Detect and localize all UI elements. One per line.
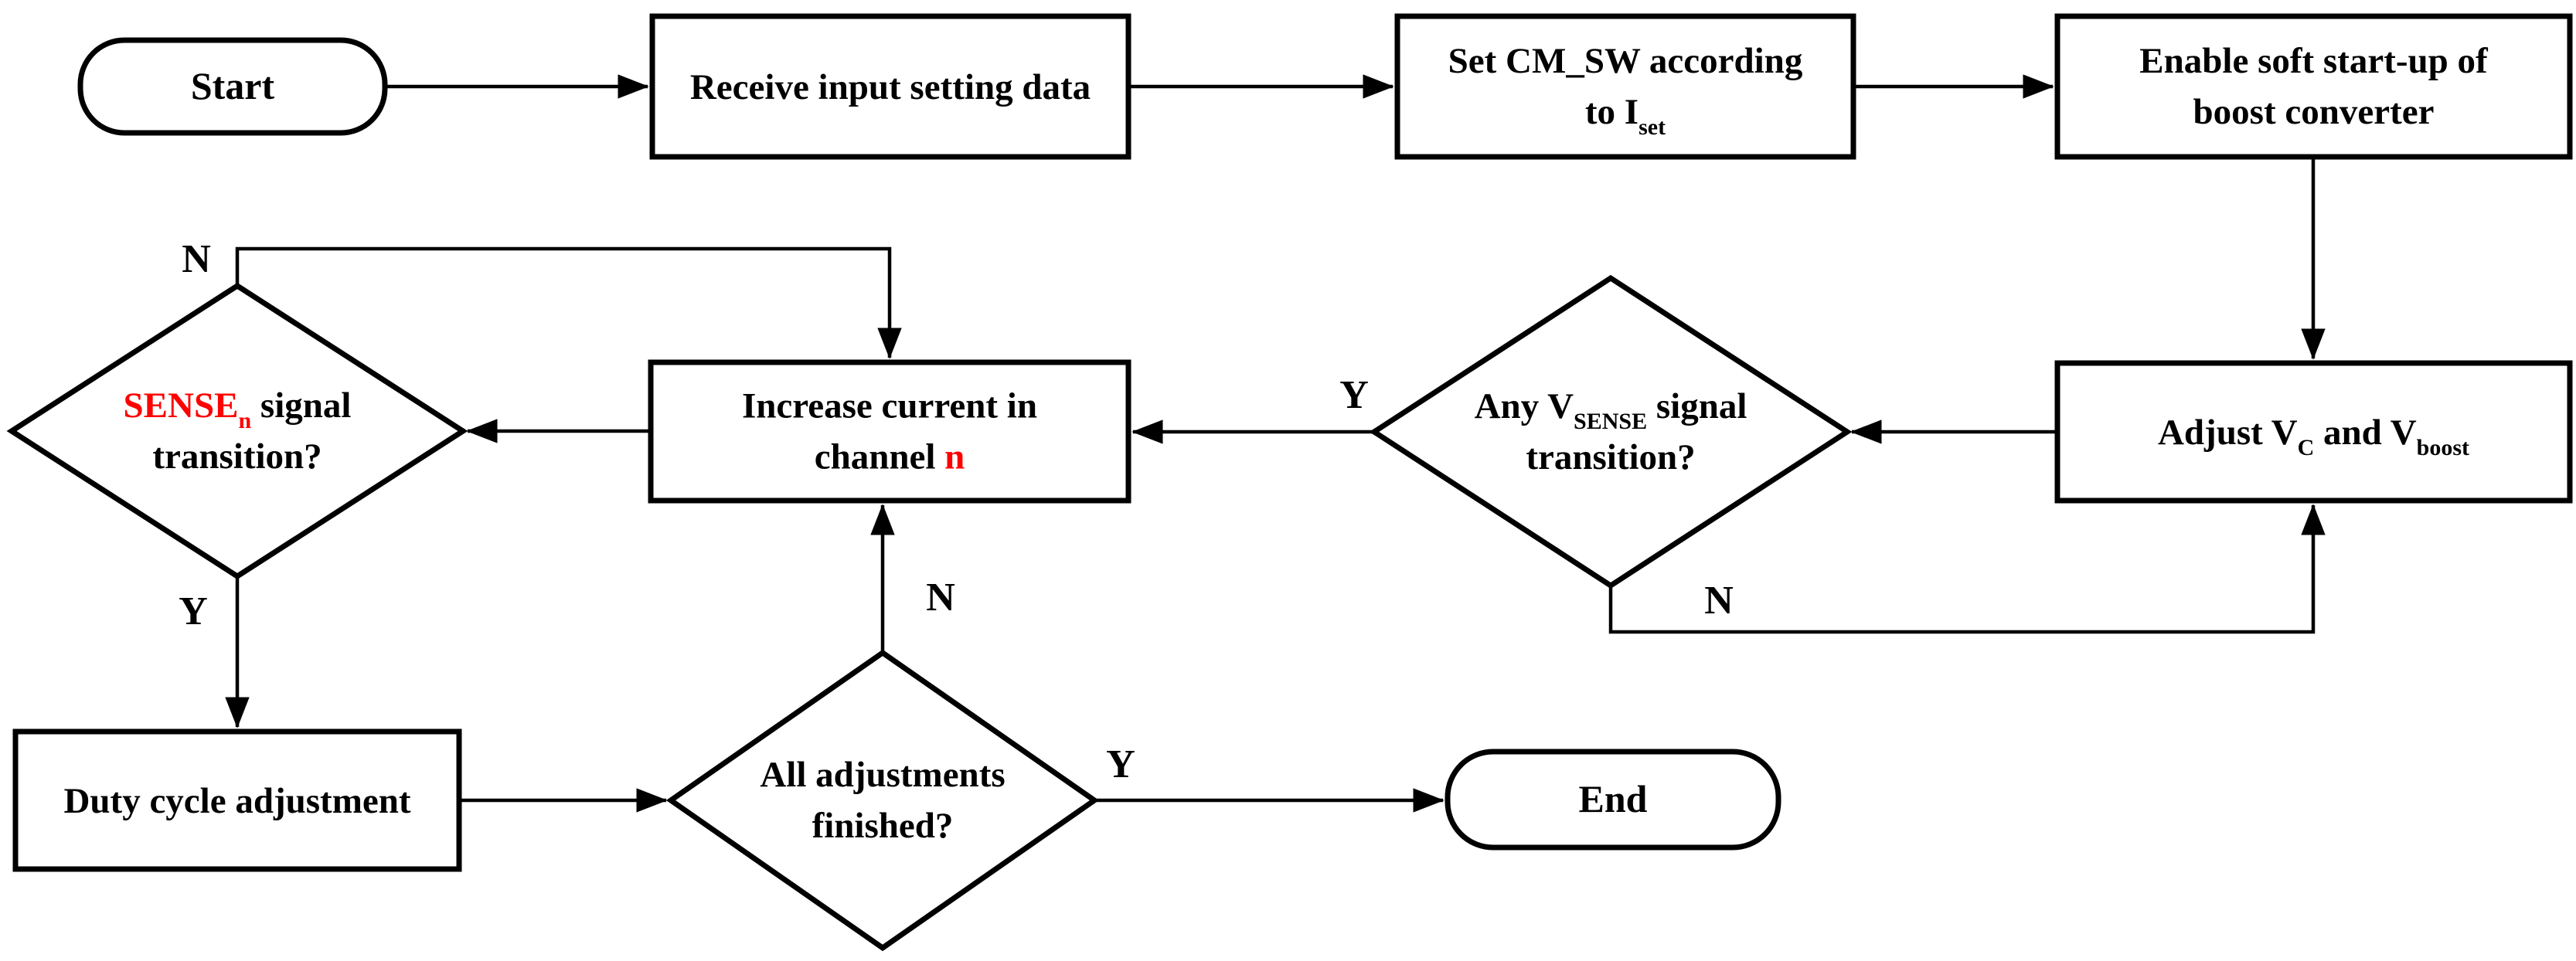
any-vsense-label-line-1: transition? <box>1526 437 1695 477</box>
edge-label-no: N <box>926 576 955 620</box>
node-set-cmsw: Set CM_SW according to Iset <box>1394 13 1856 160</box>
adjust-vc-vboost-text-segment: boost <box>2417 435 2469 460</box>
increase-current-label-line-1: channel n <box>815 437 965 477</box>
node-all-adjustments: All adjustments finished? <box>665 649 1100 952</box>
node-adjust-vc-vboost: Adjust VC and Vboost <box>2054 360 2573 504</box>
edge-label-no: N <box>182 237 211 281</box>
end-label-line-0: End <box>1579 777 1648 820</box>
sense-n-shape <box>6 282 468 580</box>
any-vsense-shape <box>1369 274 1853 589</box>
any-vsense-text-segment: SENSE <box>1574 409 1647 434</box>
edge-label-yes: Y <box>1339 373 1369 417</box>
increase-current-text-segment: channel <box>815 437 944 477</box>
receive-input-shape <box>649 13 1131 160</box>
node-end: End <box>1445 749 1781 851</box>
receive-input-label-line-0: Receive input setting data <box>690 67 1091 107</box>
node-receive-input: Receive input setting data <box>649 13 1131 160</box>
any-vsense-text-segment: transition? <box>1526 437 1695 477</box>
increase-current-shape <box>648 359 1131 504</box>
nodes-layer: Start Receive input setting data Set CM_SW… <box>6 13 2573 952</box>
adjust-vc-vboost-text-segment: Adjust V <box>2158 413 2298 453</box>
any-vsense-text-segment: Any V <box>1475 386 1574 426</box>
node-increase-current: Increase current in channel n <box>648 359 1131 504</box>
sense-n-text-segment: signal <box>251 385 351 426</box>
enable-soft-start-label-line-0: Enable soft start-up of <box>2139 41 2489 81</box>
enable-soft-start-text-segment: boost converter <box>2193 92 2435 132</box>
node-start: Start <box>77 37 388 136</box>
receive-input-text-segment: Receive input setting data <box>690 67 1091 107</box>
increase-current-text-segment: Increase current in <box>742 386 1037 426</box>
enable-soft-start-text-segment: Enable soft start-up of <box>2139 41 2489 81</box>
adjust-vc-vboost-label-line-0: Adjust VC and Vboost <box>2158 413 2469 460</box>
edges-layer <box>225 74 2326 813</box>
enable-soft-start-shape <box>2054 13 2573 160</box>
increase-current-label-line-0: Increase current in <box>742 386 1037 426</box>
adjust-vc-vboost-text-segment: and V <box>2314 413 2416 453</box>
sense-n-label-line-0: SENSEn signal <box>124 385 352 433</box>
duty-cycle-shape <box>12 728 462 872</box>
start-label-line-0: Start <box>191 64 275 107</box>
node-duty-cycle: Duty cycle adjustment <box>12 728 462 872</box>
edge-label-no: N <box>1704 579 1734 623</box>
set-cmsw-label-line-0: Set CM_SW according <box>1448 41 1803 81</box>
adjust-vc-vboost-shape <box>2054 360 2573 504</box>
edge-any-vsense-to-adjust-vc-vboost <box>1608 504 2326 634</box>
set-cmsw-shape <box>1394 13 1856 160</box>
end-text-segment: End <box>1579 777 1648 820</box>
all-adjustments-text-segment: finished? <box>812 806 954 846</box>
increase-current-text-segment: n <box>944 437 965 477</box>
edge-label-yes: Y <box>179 589 208 633</box>
set-cmsw-text-segment: set <box>1638 114 1666 140</box>
start-shape <box>77 37 388 136</box>
adjust-vc-vboost-text-segment: C <box>2298 435 2315 460</box>
duty-cycle-label-line-0: Duty cycle adjustment <box>63 781 410 821</box>
edge-sense-n-to-increase-current <box>235 246 902 359</box>
edge-label-yes: Y <box>1106 742 1135 786</box>
enable-soft-start-label-line-1: boost converter <box>2193 92 2435 132</box>
end-shape <box>1445 749 1781 851</box>
all-adjustments-shape <box>665 649 1100 952</box>
set-cmsw-label-line-1: to Iset <box>1585 92 1666 140</box>
sense-n-text-segment: n <box>238 408 251 433</box>
start-text-segment: Start <box>191 64 275 107</box>
all-adjustments-label-line-0: All adjustments <box>760 755 1005 795</box>
any-vsense-label-line-0: Any VSENSE signal <box>1475 386 1747 434</box>
any-vsense-text-segment: signal <box>1647 386 1747 426</box>
set-cmsw-text-segment: Set CM_SW according <box>1448 41 1803 81</box>
sense-n-text-segment: SENSE <box>124 385 239 426</box>
set-cmsw-text-segment: to I <box>1585 92 1638 132</box>
all-adjustments-label-line-1: finished? <box>812 806 954 846</box>
duty-cycle-text-segment: Duty cycle adjustment <box>63 781 410 821</box>
sense-n-label-line-1: transition? <box>152 436 322 477</box>
sense-n-text-segment: transition? <box>152 436 322 477</box>
edge-labels-layer: Y N N Y N Y <box>179 237 1734 786</box>
all-adjustments-text-segment: All adjustments <box>760 755 1005 795</box>
node-enable-soft-start: Enable soft start-up of boost converter <box>2054 13 2573 160</box>
